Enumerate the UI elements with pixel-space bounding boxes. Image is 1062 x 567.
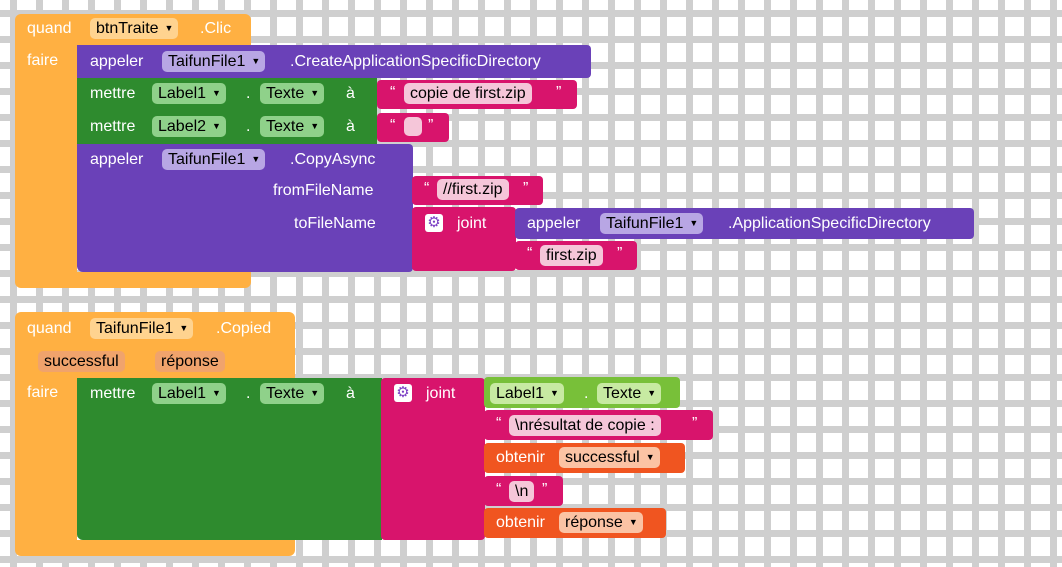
component-dropdown-label2[interactable]: Label2 ▼ <box>152 116 226 137</box>
component-dropdown-taifunfile1[interactable]: TaifunFile1 ▼ <box>162 149 266 170</box>
do-label: faire <box>27 384 59 401</box>
property-name: Texte <box>266 85 305 102</box>
property-name: Texte <box>266 118 305 135</box>
method-name: .CreateApplicationSpecificDirectory <box>290 53 541 70</box>
quote-close: ” <box>617 245 623 262</box>
gear-icon[interactable]: ⚙ <box>425 214 443 232</box>
set-keyword: mettre <box>90 85 136 102</box>
call-keyword: appeler <box>527 215 581 232</box>
do-label: faire <box>27 52 59 69</box>
variable-name: successful <box>565 449 640 466</box>
join-keyword: joint <box>426 385 456 402</box>
event-when-label: quand <box>27 320 72 337</box>
chevron-down-icon: ▼ <box>310 88 320 98</box>
property-name: Texte <box>266 385 305 402</box>
chevron-down-icon: ▼ <box>628 517 638 527</box>
to-label: à <box>346 385 355 402</box>
event-name: .Clic <box>200 20 232 37</box>
quote-close: ” <box>692 415 698 432</box>
variable-dropdown-successful[interactable]: successful ▼ <box>559 447 660 468</box>
event-name: .Copied <box>216 320 272 337</box>
event-when-label: quand <box>27 20 72 37</box>
quote-open: “ <box>496 415 502 432</box>
quote-close: ” <box>542 481 548 498</box>
property-dropdown-texte[interactable]: Texte ▼ <box>597 383 662 404</box>
join-keyword: joint <box>457 215 487 232</box>
component-dropdown-label1[interactable]: Label1 ▼ <box>152 383 226 404</box>
chevron-down-icon: ▼ <box>212 121 221 131</box>
param-label-fromfilename: fromFileName <box>273 182 374 199</box>
set-keyword: mettre <box>90 118 136 135</box>
chevron-down-icon: ▼ <box>689 218 699 228</box>
event-param-reponse[interactable]: réponse <box>155 351 225 372</box>
component-name: Label2 <box>158 118 207 135</box>
variable-name: réponse <box>565 514 623 531</box>
text-field[interactable]: \n <box>509 481 535 502</box>
text-field[interactable]: \nrésultat de copie : <box>509 415 661 436</box>
component-name: TaifunFile1 <box>606 215 684 232</box>
quote-open: “ <box>424 180 430 197</box>
component-dropdown-taifunfile1[interactable]: TaifunFile1 ▼ <box>162 51 266 72</box>
dot-separator: . <box>246 85 251 102</box>
method-name: .ApplicationSpecificDirectory <box>728 215 931 232</box>
set-keyword: mettre <box>90 385 136 402</box>
call-keyword: appeler <box>90 53 144 70</box>
dot-separator: . <box>584 385 589 402</box>
event-param-successful[interactable]: successful <box>38 351 125 372</box>
component-name: btnTraite <box>96 20 159 37</box>
chevron-down-icon: ▼ <box>179 323 189 333</box>
call-keyword: appeler <box>90 151 144 168</box>
chevron-down-icon: ▼ <box>310 388 320 398</box>
quote-open: “ <box>390 84 396 101</box>
quote-close: ” <box>428 117 434 134</box>
component-name: TaifunFile1 <box>96 320 174 337</box>
quote-close: ” <box>556 84 562 101</box>
component-name: TaifunFile1 <box>168 53 246 70</box>
dot-separator: . <box>246 118 251 135</box>
property-dropdown-texte[interactable]: Texte ▼ <box>260 383 325 404</box>
text-field[interactable]: //first.zip <box>437 179 509 200</box>
component-name: Label1 <box>158 385 207 402</box>
chevron-down-icon: ▼ <box>164 23 174 33</box>
to-label: à <box>346 118 355 135</box>
component-dropdown-taifunfile1[interactable]: TaifunFile1 ▼ <box>600 213 704 234</box>
text-field[interactable] <box>404 117 422 136</box>
component-dropdown-btntraite[interactable]: btnTraite ▼ <box>90 18 179 39</box>
get-keyword: obtenir <box>496 514 545 531</box>
chevron-down-icon: ▼ <box>212 388 221 398</box>
method-name: .CopyAsync <box>290 151 376 168</box>
component-dropdown-label1[interactable]: Label1 ▼ <box>490 383 564 404</box>
gear-icon[interactable]: ⚙ <box>394 384 412 402</box>
chevron-down-icon: ▼ <box>550 388 559 398</box>
variable-dropdown-reponse[interactable]: réponse ▼ <box>559 512 643 533</box>
quote-close: ” <box>523 180 529 197</box>
param-label-tofilename: toFileName <box>294 215 376 232</box>
quote-open: “ <box>496 481 502 498</box>
component-name: Label1 <box>158 85 207 102</box>
chevron-down-icon: ▼ <box>251 154 261 164</box>
property-dropdown-texte[interactable]: Texte ▼ <box>260 116 325 137</box>
dot-separator: . <box>246 385 251 402</box>
get-keyword: obtenir <box>496 449 545 466</box>
chevron-down-icon: ▼ <box>645 452 655 462</box>
text-field[interactable]: copie de first.zip <box>404 83 532 104</box>
quote-open: “ <box>390 117 396 134</box>
component-name: TaifunFile1 <box>168 151 246 168</box>
text-field[interactable]: first.zip <box>540 245 603 266</box>
property-name: Texte <box>603 385 642 402</box>
component-name: Label1 <box>496 385 545 402</box>
to-label: à <box>346 85 355 102</box>
property-dropdown-texte[interactable]: Texte ▼ <box>260 83 325 104</box>
chevron-down-icon: ▼ <box>251 56 261 66</box>
component-dropdown-label1[interactable]: Label1 ▼ <box>152 83 226 104</box>
quote-open: “ <box>527 245 533 262</box>
chevron-down-icon: ▼ <box>212 88 221 98</box>
chevron-down-icon: ▼ <box>647 388 657 398</box>
component-dropdown-taifunfile1[interactable]: TaifunFile1 ▼ <box>90 318 194 339</box>
chevron-down-icon: ▼ <box>310 121 320 131</box>
